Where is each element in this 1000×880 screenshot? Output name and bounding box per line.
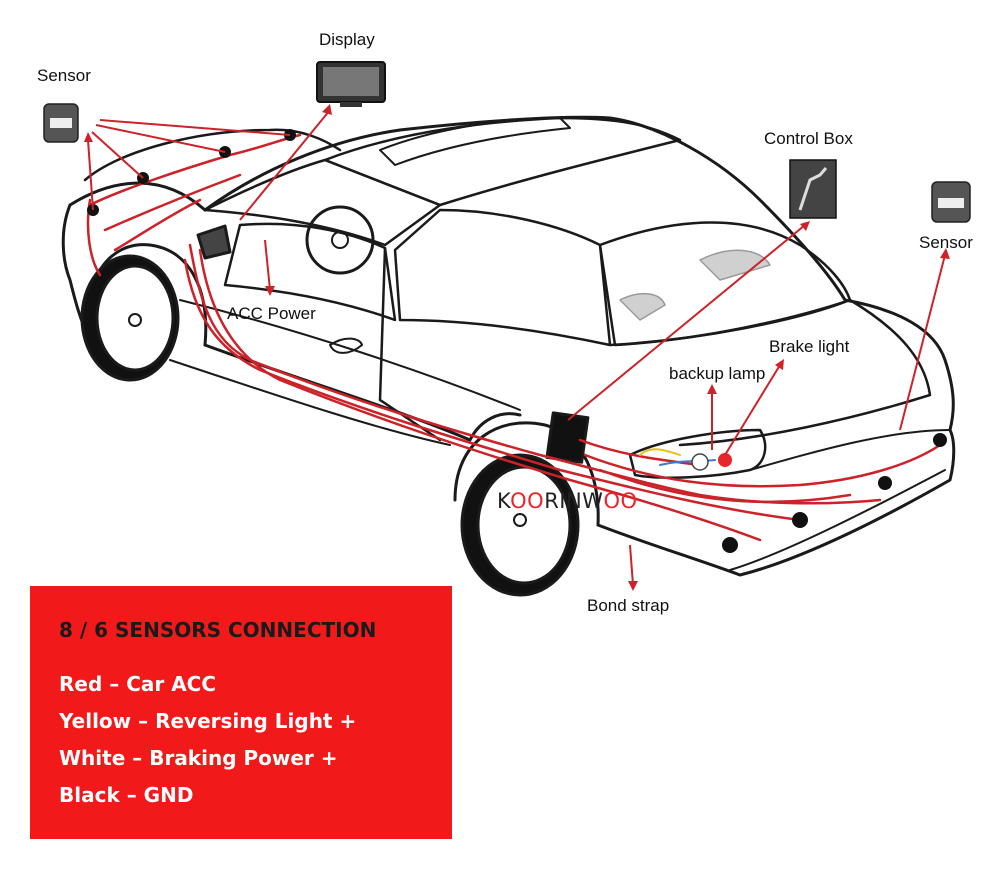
brand-part: OO (603, 489, 638, 513)
sensor-icon (931, 181, 971, 223)
rear-wheel (460, 453, 580, 597)
acc-power-label: ACC Power (227, 304, 316, 323)
backup-lamp-label: backup lamp (669, 364, 766, 383)
sensor-front-label: Sensor (37, 66, 91, 85)
brand-part: RINW (544, 489, 604, 513)
wire-color-item: White – Braking Power + (59, 746, 338, 770)
brand-part: K (497, 489, 511, 513)
display-label: Display (319, 30, 375, 49)
control-box-label: Control Box (764, 129, 853, 148)
arrow-heads (84, 104, 950, 591)
wire-color-item: Yellow – Reversing Light + (59, 709, 357, 733)
sensor-rear-label: Sensor (919, 233, 973, 252)
wiring (86, 133, 942, 542)
info-panel-background (30, 586, 452, 839)
connection-info-panel: 8 / 6 SENSORS CONNECTION Red – Car ACC Y… (30, 586, 452, 839)
front-wheel (80, 254, 180, 382)
wire-color-item: Red – Car ACC (59, 672, 217, 696)
brand-part: OO (510, 489, 545, 513)
control-box-icon (789, 159, 837, 219)
wire-color-item: Black – GND (59, 783, 194, 807)
bond-strap-label: Bond strap (587, 596, 670, 615)
panel-title: 8 / 6 SENSORS CONNECTION (59, 618, 377, 642)
display-icon (316, 61, 386, 107)
wire-color-list: Red – Car ACC Yellow – Reversing Light +… (59, 666, 356, 814)
sensor-icon (43, 103, 79, 143)
brake-light-label: Brake light (769, 337, 850, 356)
callout-arrows (87, 109, 946, 586)
brand-watermark: KOORINWOO (497, 489, 638, 513)
